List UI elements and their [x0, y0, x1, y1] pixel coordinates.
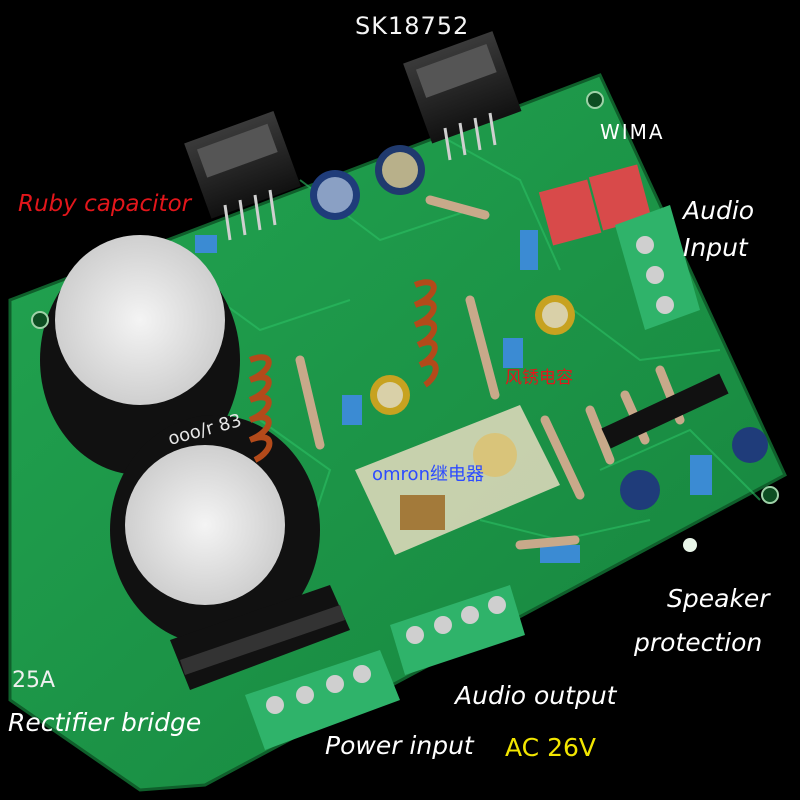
speaker-protection-label-line2: protection [634, 628, 763, 657]
audio-input-label-line2: Input [683, 233, 748, 262]
small-capacitors [310, 145, 768, 510]
film-capacitors [195, 230, 712, 563]
filter-capacitor-top [40, 235, 240, 475]
wima-label: WIMA [600, 120, 665, 144]
audio-output-label: Audio output [455, 681, 617, 710]
ac-voltage-label: AC 26V [505, 733, 596, 762]
chip-label-top: SK18752 [355, 12, 470, 40]
led [683, 538, 697, 552]
omron-relay [355, 405, 560, 555]
rating-25a-label: 25A [12, 668, 56, 693]
inductor-left [248, 354, 273, 463]
terminal-block-audio-output [390, 585, 525, 675]
sk18752-chip-left [184, 110, 301, 241]
rectifier-bridge [170, 585, 350, 690]
power-input-label: Power input [325, 731, 474, 760]
terminal-block-power-input [245, 650, 400, 750]
sk18752-chip-right [403, 31, 522, 161]
rectifier-bridge-label: Rectifier bridge [8, 708, 202, 737]
filter-capacitor-bottom: ooo/r 83 [110, 410, 320, 645]
audio-input-label-line1: Audio [683, 196, 755, 225]
speaker-protection-label-line1: Speaker [667, 584, 770, 613]
wima-capacitor-2 [588, 164, 652, 231]
ruby-capacitor-label: Ruby capacitor [18, 191, 192, 217]
protection-header [601, 373, 729, 449]
inductor-center [413, 279, 439, 388]
wima-capacitor-1 [538, 179, 602, 246]
capacitor-brand-label: 风锈电容 [505, 368, 573, 388]
terminal-block-audio-input [615, 205, 700, 330]
mounting-holes [31, 91, 779, 504]
omron-relay-label: omron继电器 [372, 464, 484, 485]
